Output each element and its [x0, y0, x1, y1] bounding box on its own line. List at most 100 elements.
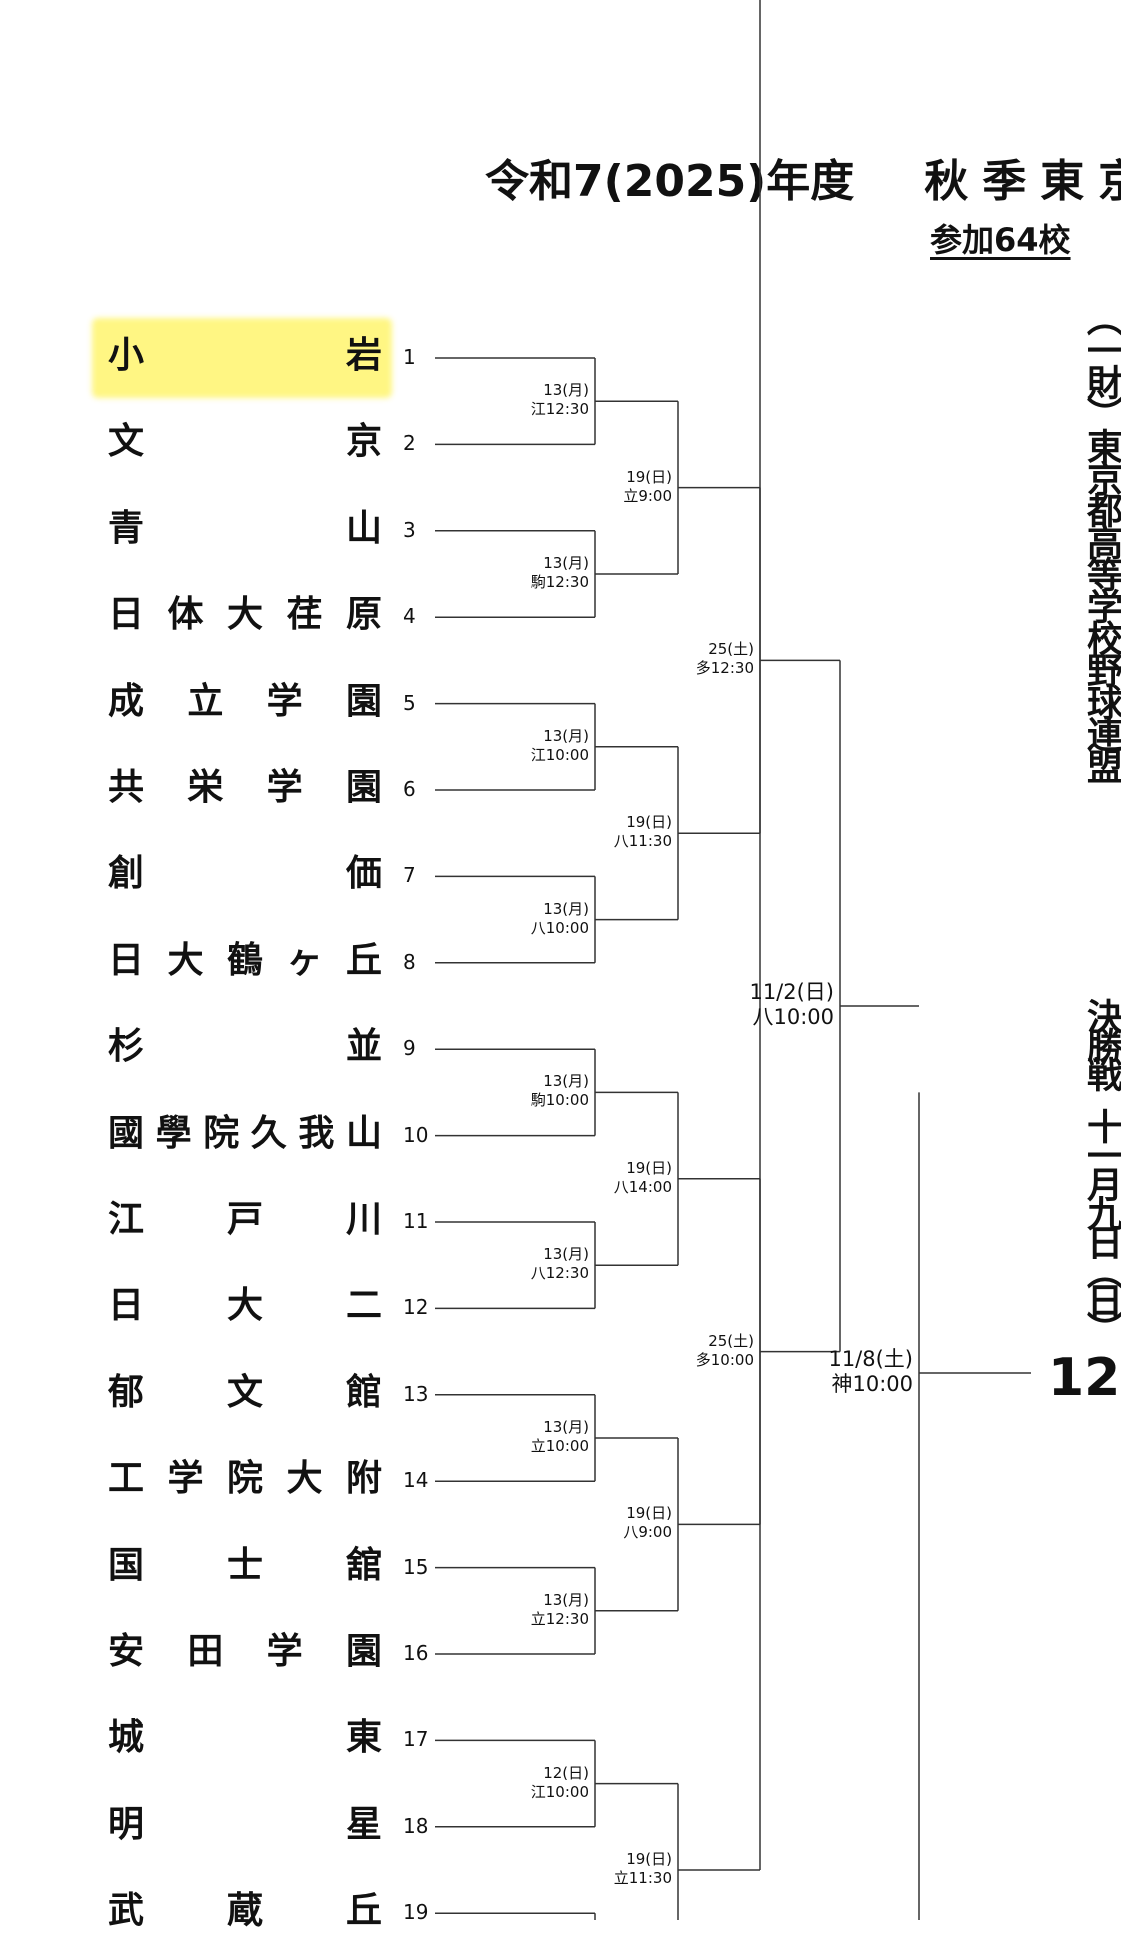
seed-number: 6 — [403, 777, 416, 801]
match-schedule: 19(日)八11:30 — [614, 813, 672, 851]
title-event: 秋季東京 — [924, 156, 1121, 207]
team-name: 工学院大附 — [108, 1458, 406, 1500]
match-date: 13(月) — [543, 1590, 589, 1609]
match-schedule: 19(日)八14:00 — [614, 1159, 672, 1197]
team-name: 城東 — [108, 1717, 585, 1759]
team-name: 國學院久我山 — [108, 1112, 394, 1154]
match-schedule: 13(月)江12:30 — [531, 381, 589, 419]
seed-number: 19 — [403, 1900, 429, 1925]
match-date: 13(月) — [543, 726, 589, 745]
match-schedule: 19(日)立9:00 — [623, 468, 672, 506]
team-name: 明星 — [108, 1803, 585, 1845]
match-date: 13(月) — [543, 1072, 589, 1091]
match-time: 神10:00 — [831, 1372, 913, 1396]
team-name: 青山 — [108, 507, 585, 549]
team-name: 国士舘 — [108, 1544, 466, 1586]
final-date: 十一月九日（日） — [1081, 1108, 1121, 1340]
match-date: 25(土) — [708, 640, 754, 659]
match-schedule: 19(日)八9:00 — [623, 1504, 672, 1542]
match-time: 八10:00 — [530, 918, 589, 937]
match-time: 立12:30 — [530, 1609, 589, 1628]
match-time: 江12:30 — [530, 400, 589, 419]
seed-number: 11 — [403, 1209, 429, 1233]
team-name: 共栄学園 — [108, 767, 426, 808]
match-schedule: 13(月)立10:00 — [531, 1418, 589, 1456]
match-time: 八10:00 — [752, 1005, 834, 1029]
match-time: 立9:00 — [623, 486, 672, 505]
match-time: 八12:30 — [530, 1264, 589, 1283]
match-date: 13(月) — [543, 899, 589, 918]
match-date: 19(日) — [626, 1504, 672, 1523]
final-time: 12: — [1048, 1348, 1121, 1408]
match-date: 11/8(土) — [828, 1347, 913, 1371]
title-year: 令和7(2025)年度 — [485, 156, 855, 207]
match-time: 江10:00 — [530, 745, 589, 764]
match-date: 25(土) — [708, 1331, 754, 1350]
final-label: 決勝戦 — [1081, 998, 1121, 1085]
match-date: 12(日) — [543, 1763, 589, 1782]
team-name: 創価 — [108, 853, 585, 895]
match-schedule: 19(日)立11:30 — [614, 1850, 672, 1888]
match-time: 多10:00 — [695, 1350, 754, 1369]
match-date: 19(日) — [626, 1158, 672, 1177]
match-time: 駒12:30 — [530, 573, 589, 591]
team-name: 日大鶴ヶ丘 — [108, 939, 406, 981]
match-time: 多12:30 — [695, 659, 754, 678]
team-name: 日大二 — [108, 1285, 466, 1327]
seed-number: 1 — [403, 345, 416, 369]
match-schedule: 25(土)多10:00 — [696, 1332, 754, 1370]
match-schedule: 11/2(日)八10:00 — [749, 980, 834, 1030]
organizer-name: （一財）東京都高等学校野球連盟 — [1081, 300, 1121, 780]
match-schedule: 13(月)駒10:00 — [531, 1072, 589, 1110]
match-schedule: 11/8(土)神10:00 — [828, 1347, 913, 1397]
team-name: 成立学園 — [108, 680, 426, 722]
seed-number: 15 — [403, 1554, 429, 1579]
match-date: 11/2(日) — [749, 980, 834, 1004]
match-date: 13(月) — [543, 554, 589, 572]
match-time: 立11:30 — [613, 1869, 672, 1887]
match-schedule: 13(月)江10:00 — [531, 727, 589, 765]
seed-number: 10 — [403, 1122, 429, 1147]
seed-number: 4 — [403, 604, 416, 629]
match-date: 13(月) — [543, 1418, 589, 1436]
seed-number: 17 — [403, 1727, 429, 1752]
match-schedule: 13(月)八12:30 — [531, 1245, 589, 1283]
match-date: 19(日) — [626, 1850, 672, 1868]
seed-number: 7 — [403, 863, 416, 888]
seed-number: 16 — [403, 1641, 429, 1665]
seed-number: 13 — [403, 1381, 429, 1406]
match-time: 立10:00 — [530, 1437, 589, 1455]
match-schedule: 13(月)八10:00 — [531, 900, 589, 938]
match-schedule: 13(月)駒12:30 — [531, 554, 589, 592]
seed-number: 9 — [403, 1036, 416, 1061]
team-name: 文京 — [108, 421, 585, 463]
match-schedule: 25(土)多12:30 — [696, 640, 754, 678]
team-name: 江戸川 — [108, 1199, 466, 1240]
match-date: 19(日) — [626, 467, 672, 486]
highlight-marker — [92, 318, 392, 398]
team-name: 日体大荏原 — [108, 594, 406, 636]
match-date: 19(日) — [626, 813, 672, 832]
team-name: 杉並 — [108, 1026, 585, 1068]
seed-number: 8 — [403, 949, 416, 974]
team-name: 安田学園 — [108, 1631, 426, 1672]
seed-number: 14 — [403, 1468, 429, 1493]
match-time: 八9:00 — [623, 1523, 672, 1542]
match-time: 駒10:00 — [530, 1091, 589, 1110]
seed-number: 2 — [403, 431, 416, 456]
match-date: 13(月) — [543, 1245, 589, 1264]
match-time: 八14:00 — [613, 1177, 672, 1196]
match-schedule: 12(日)江10:00 — [531, 1764, 589, 1802]
seed-number: 3 — [403, 517, 416, 542]
match-date: 13(月) — [543, 381, 589, 400]
page-title: 令和7(2025)年度 秋季東京 — [485, 145, 1121, 209]
seed-number: 12 — [403, 1295, 429, 1320]
seed-number: 5 — [403, 690, 416, 715]
match-time: 江10:00 — [530, 1782, 589, 1801]
match-time: 八11:30 — [613, 832, 672, 851]
participant-count: 参加64校 — [930, 221, 1071, 259]
team-name: 小岩 — [108, 335, 585, 376]
seed-number: 18 — [403, 1813, 429, 1838]
match-schedule: 13(月)立12:30 — [531, 1591, 589, 1629]
